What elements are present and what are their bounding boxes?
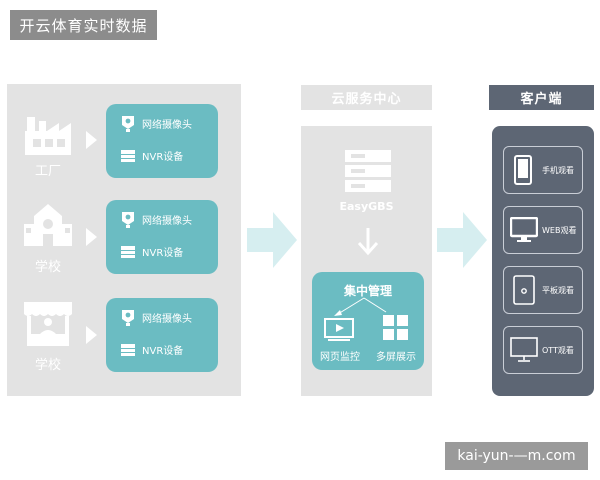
site-label-school-2: 学校 [34,358,61,373]
management-item-web: 网页监控 [320,352,360,363]
device-row-camera: 网络摄像头 [120,114,192,132]
phone-icon [514,155,532,185]
arrow-right-icon [86,326,97,344]
device-nvr-label: NVR设备 [142,346,184,357]
tablet-icon [513,275,535,305]
client-card-web: WEB观看 [503,206,583,254]
client-label-web: WEB观看 [542,225,577,235]
site-label-school: 学校 [34,260,61,275]
client-panel: 手机观看 WEB观看 平板观看 OTT观看 [492,126,594,396]
client-title-text: 客户端 [520,92,563,107]
client-label-ott: OTT观看 [542,345,574,355]
page-title-badge: 开云体育实时数据 [10,10,157,40]
factory-icon [25,117,71,155]
management-title: 集中管理 [343,284,392,298]
flow-arrow-icon [437,212,487,268]
monitor-play-icon [324,318,354,341]
device-nvr-label: NVR设备 [142,248,184,259]
client-label-mobile: 手机观看 [542,165,574,175]
client-title: 客户端 [489,85,594,110]
device-row-camera: 网络摄像头 [120,308,192,326]
arrow-right-icon [86,228,97,246]
device-row-nvr: NVR设备 [120,148,183,163]
watermark: kai-yun-—m.com [445,442,588,470]
device-card: 网络摄像头 NVR设备 [106,104,218,178]
client-label-tablet: 平板观看 [542,285,574,295]
camera-icon [122,116,134,132]
nvr-icon [121,245,135,258]
nvr-icon [121,343,135,356]
client-card-tablet: 平板观看 [503,266,583,314]
camera-icon [122,212,134,228]
device-camera-label: 网络摄像头 [142,215,192,227]
device-row-nvr: NVR设备 [120,342,183,357]
device-nvr-label: NVR设备 [142,152,184,163]
management-item-multiscreen: 多屏展示 [376,352,416,363]
watermark-text: kai-yun-—m.com [457,448,576,464]
server-label: EasyGBS [339,200,394,213]
camera-icon [122,310,134,326]
storefront-icon [24,302,72,346]
client-card-mobile: 手机观看 [503,146,583,194]
nvr-icon [121,149,135,162]
device-card: 网络摄像头 NVR设备 [106,200,218,274]
desktop-monitor-icon [510,217,538,242]
flow-arrow-icon [247,212,297,268]
device-row-camera: 网络摄像头 [120,210,192,228]
cloud-center-title-text: 云服务中心 [331,92,402,107]
device-card: 网络摄像头 NVR设备 [106,298,218,372]
arrow-down-icon [357,228,379,256]
arrow-right-icon [86,131,97,149]
school-icon [24,204,72,246]
device-row-nvr: NVR设备 [120,244,183,259]
site-label-factory: 工厂 [34,164,61,179]
multi-screen-icon [383,315,408,340]
client-card-ott: OTT观看 [503,326,583,374]
device-camera-label: 网络摄像头 [142,119,192,131]
tv-icon [510,337,538,362]
cloud-center-title: 云服务中心 [301,85,432,110]
page-title: 开云体育实时数据 [19,16,148,35]
device-camera-label: 网络摄像头 [142,313,192,325]
branch-lines [334,297,387,316]
server-icon [345,150,391,192]
